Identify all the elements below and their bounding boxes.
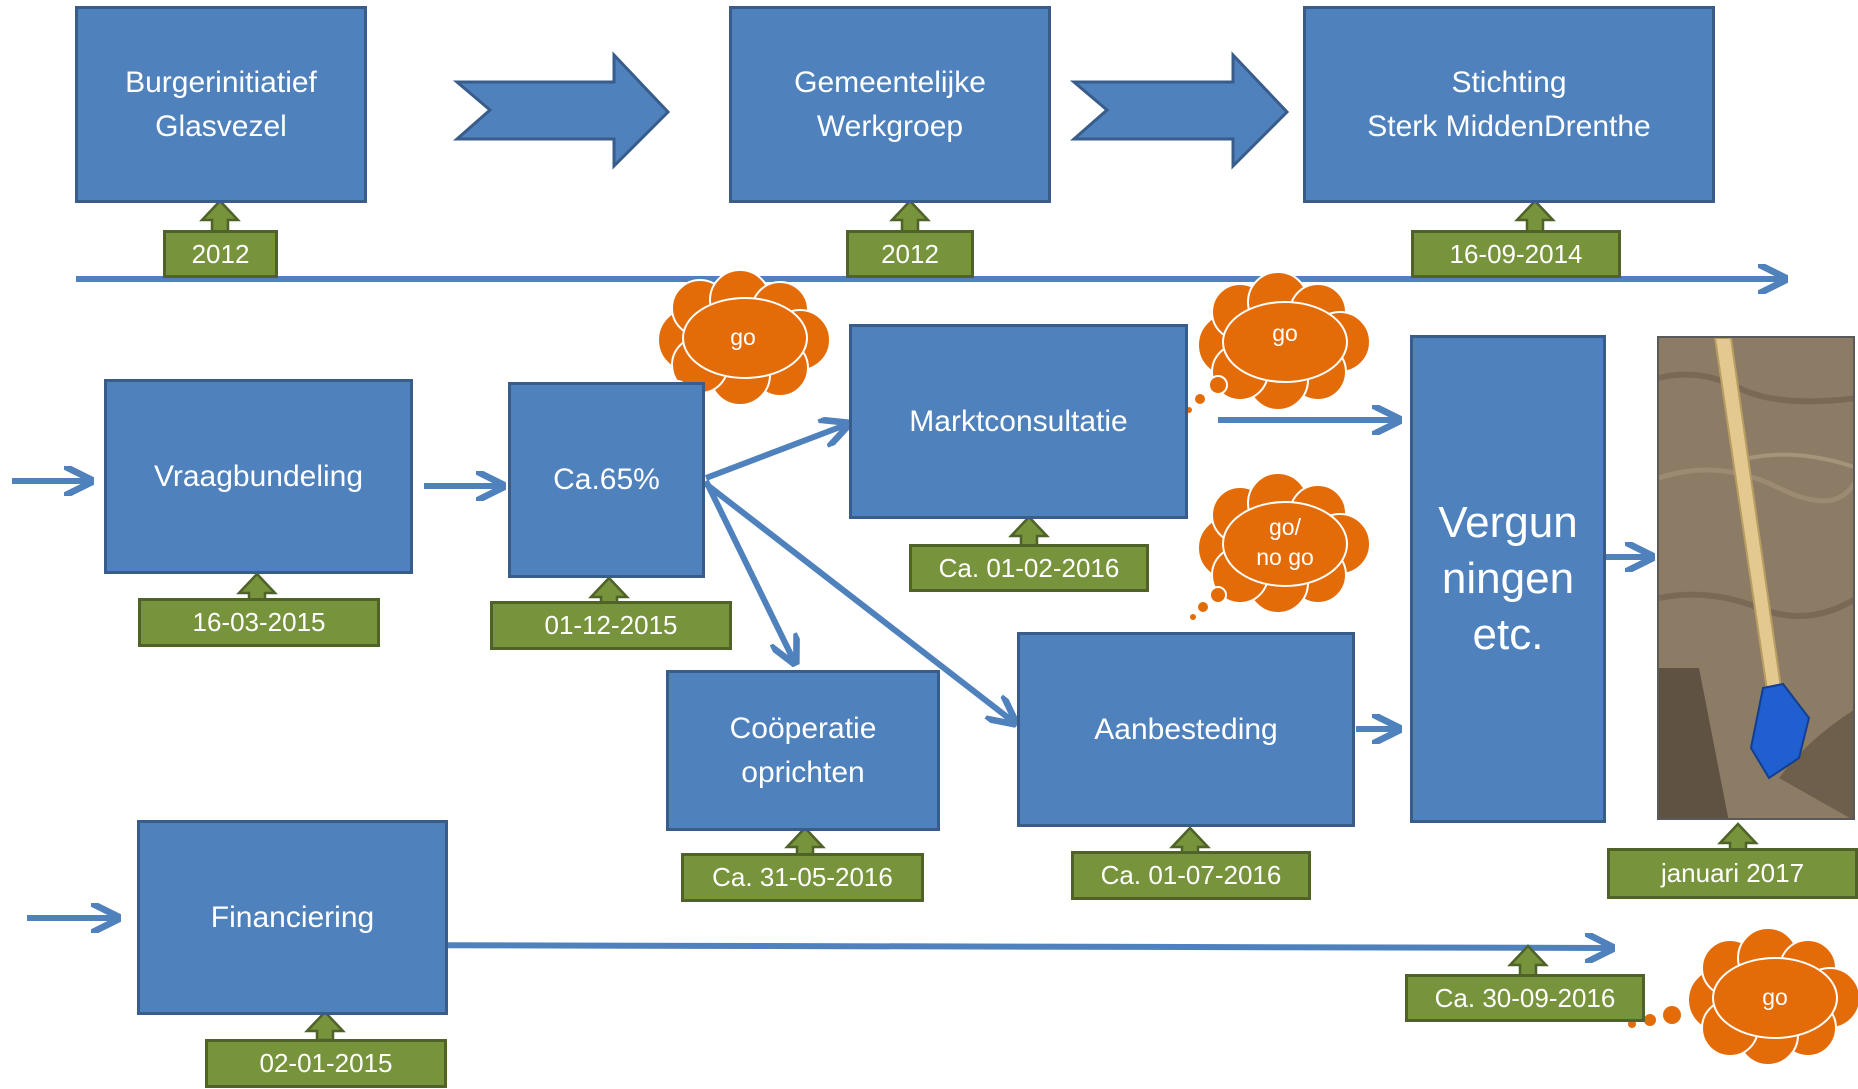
up-arrow-icon bbox=[1717, 822, 1759, 852]
date-marktconsultatie: Ca. 01-02-2016 bbox=[909, 544, 1149, 592]
chevron-arrow-2 bbox=[1069, 51, 1290, 170]
box-ca65: Ca.65% bbox=[508, 382, 705, 578]
thought-cloud-icon bbox=[641, 269, 831, 416]
date-cooperatie: Ca. 31-05-2016 bbox=[681, 853, 924, 902]
cloud-label-marktconsultatie: go bbox=[1272, 319, 1298, 346]
up-arrow-icon bbox=[588, 576, 630, 605]
thought-cloud-icon bbox=[1184, 271, 1371, 415]
date-financiering-end: Ca. 30-09-2016 bbox=[1405, 974, 1645, 1022]
arrow-ca65-to-cooperatie bbox=[703, 479, 795, 663]
up-arrow-icon bbox=[1008, 515, 1050, 548]
cloud-label-ca65: go bbox=[730, 323, 756, 350]
cloud-label-aanbesteding: go/ no go bbox=[1256, 514, 1314, 570]
box-stichting: Stichting Sterk MiddenDrenthe bbox=[1303, 6, 1715, 203]
date-ca65: 01-12-2015 bbox=[490, 601, 732, 650]
date-vraagbundeling: 16-03-2015 bbox=[138, 598, 380, 647]
date-financiering: 02-01-2015 bbox=[205, 1039, 447, 1088]
up-arrow-icon bbox=[889, 199, 931, 235]
date-photo: januari 2017 bbox=[1607, 848, 1858, 899]
up-arrow-icon bbox=[784, 826, 826, 857]
chevron-arrow-1 bbox=[452, 51, 671, 170]
box-aanbesteding: Aanbesteding bbox=[1017, 632, 1355, 827]
box-marktconsultatie: Marktconsultatie bbox=[849, 324, 1188, 519]
box-burgerinitiatief: Burgerinitiatief Glasvezel bbox=[75, 6, 367, 203]
up-arrow-icon bbox=[199, 199, 241, 235]
up-arrow-icon bbox=[1507, 944, 1549, 978]
box-vergunningen: Vergun ningen etc. bbox=[1410, 335, 1606, 823]
arrow-ca65-to-markt bbox=[704, 424, 848, 481]
up-arrow-icon bbox=[236, 572, 278, 603]
date-gemeentelijke: 2012 bbox=[846, 230, 974, 278]
box-gemeentelijke-werkgroep: Gemeentelijke Werkgroep bbox=[729, 6, 1051, 203]
date-stichting: 16-09-2014 bbox=[1411, 230, 1621, 278]
shovel-icon bbox=[1659, 338, 1853, 818]
thought-cloud-icon bbox=[1188, 472, 1371, 622]
cloud-label-financiering: go bbox=[1762, 983, 1788, 1010]
box-financiering: Financiering bbox=[137, 820, 448, 1015]
thought-cloud-icon bbox=[1626, 927, 1858, 1066]
date-aanbesteding: Ca. 01-07-2016 bbox=[1071, 851, 1311, 900]
date-burgerinitiatief: 2012 bbox=[163, 230, 278, 278]
arrow-financiering-line bbox=[326, 945, 1612, 948]
shovel-photo bbox=[1657, 336, 1855, 820]
up-arrow-icon bbox=[304, 1010, 346, 1042]
box-cooperatie-oprichten: Coöperatie oprichten bbox=[666, 670, 940, 831]
arrow-ca65-to-aanbesteding bbox=[704, 481, 1015, 723]
box-vraagbundeling: Vraagbundeling bbox=[104, 379, 413, 574]
up-arrow-icon bbox=[1514, 199, 1556, 235]
up-arrow-icon bbox=[1169, 826, 1211, 855]
